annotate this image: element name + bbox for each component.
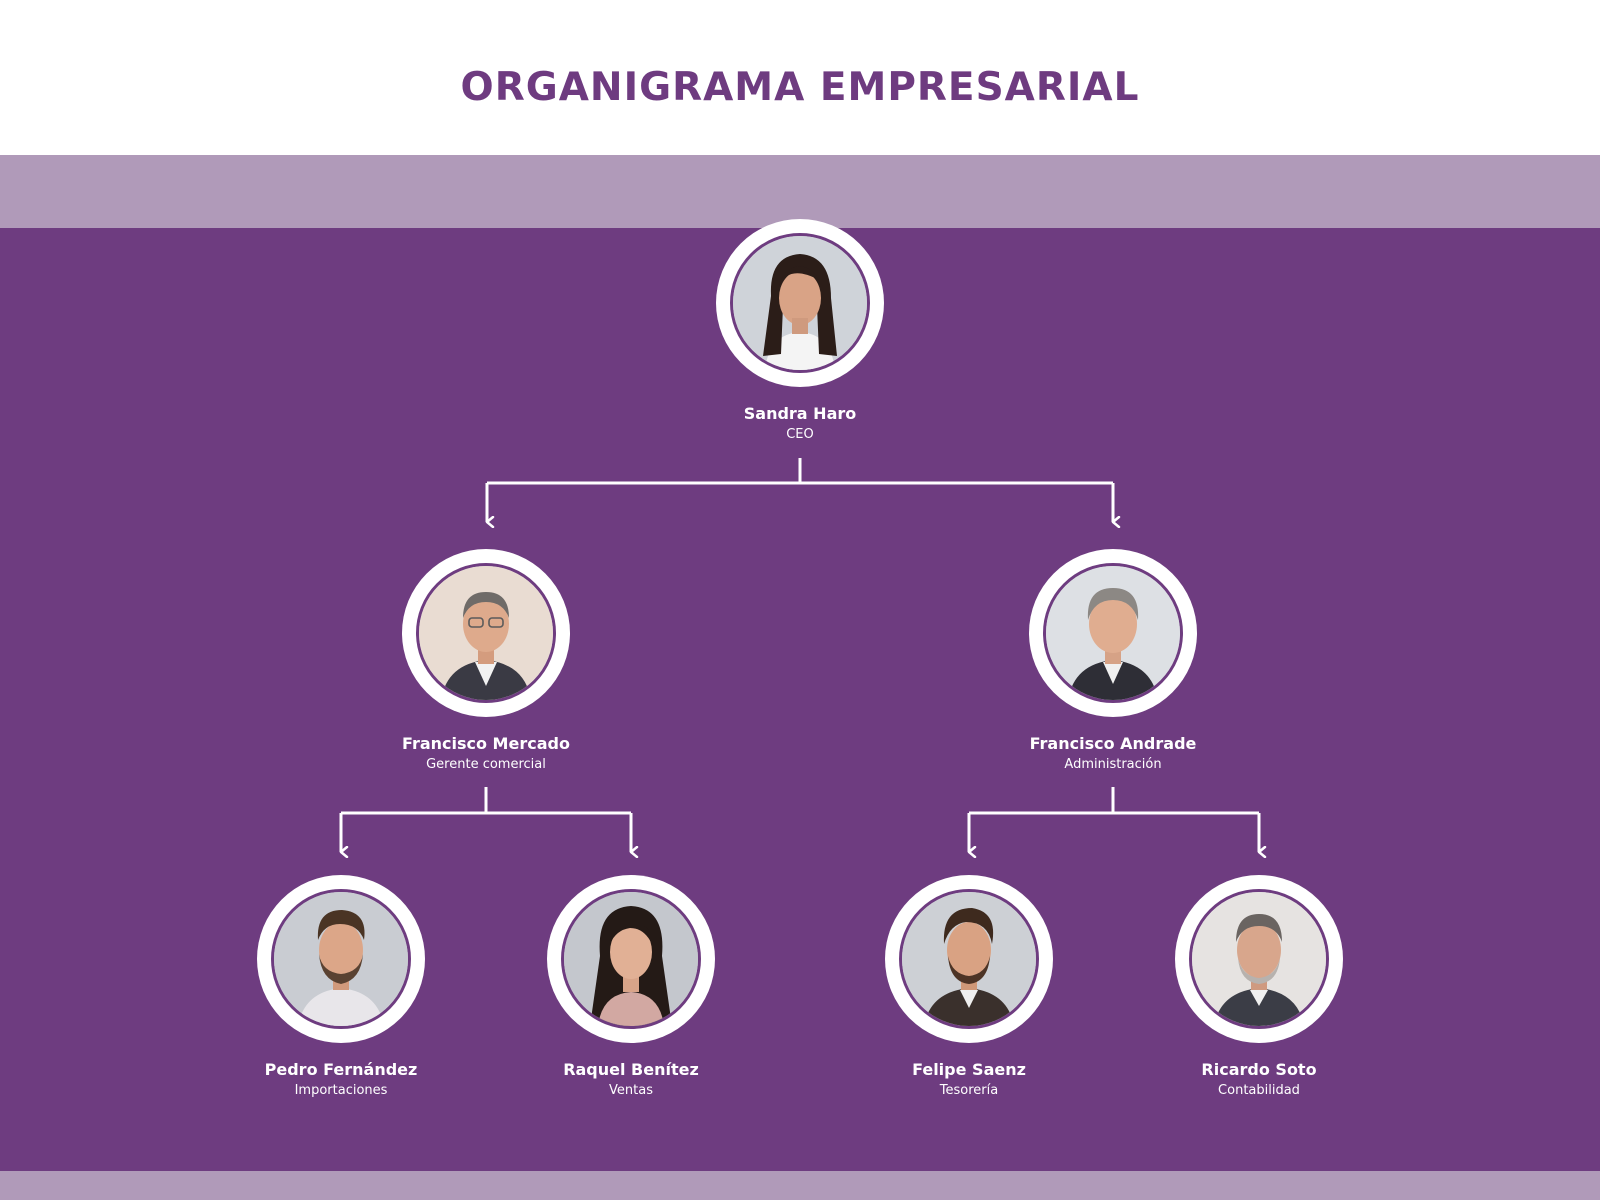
mercado-connector — [339, 787, 631, 852]
photo-frame — [716, 219, 884, 387]
person-role: Contabilidad — [1218, 1083, 1300, 1098]
person-name: Raquel Benítez — [563, 1060, 699, 1079]
person-avatar-icon — [1192, 892, 1326, 1026]
person-name: Ricardo Soto — [1201, 1060, 1317, 1079]
person-role: Tesorería — [939, 1083, 999, 1098]
org-node-manager-1: Francisco Mercado Gerente comercial — [356, 549, 616, 774]
person-avatar-icon — [902, 892, 1036, 1026]
avatar — [416, 563, 556, 703]
person-name: Pedro Fernández — [264, 1060, 418, 1079]
person-avatar-icon — [733, 236, 867, 370]
top-band — [0, 155, 1600, 228]
avatar — [1189, 889, 1329, 1029]
andrade-connector — [967, 787, 1259, 852]
org-node-staff-3: Felipe Saenz Tesorería — [839, 875, 1099, 1100]
person-avatar-icon — [274, 892, 408, 1026]
avatar — [271, 889, 411, 1029]
person-role: Importaciones — [294, 1083, 388, 1098]
photo-frame — [402, 549, 570, 717]
org-node-ceo: Sandra Haro CEO — [670, 219, 930, 444]
photo-frame — [885, 875, 1053, 1043]
person-name: Francisco Mercado — [402, 734, 570, 753]
avatar — [899, 889, 1039, 1029]
person-role: Gerente comercial — [426, 757, 546, 772]
org-node-manager-2: Francisco Andrade Administración — [983, 549, 1243, 774]
photo-frame — [1029, 549, 1197, 717]
person-name: Sandra Haro — [743, 404, 857, 423]
person-avatar-icon — [419, 566, 553, 700]
avatar — [561, 889, 701, 1029]
org-node-staff-1: Pedro Fernández Importaciones — [211, 875, 471, 1100]
person-role: Administración — [1064, 757, 1162, 772]
header: ORGANIGRAMA EMPRESARIAL — [0, 0, 1600, 155]
page-title: ORGANIGRAMA EMPRESARIAL — [460, 65, 1140, 110]
person-avatar-icon — [564, 892, 698, 1026]
photo-frame — [257, 875, 425, 1043]
photo-frame — [1175, 875, 1343, 1043]
org-node-staff-4: Ricardo Soto Contabilidad — [1129, 875, 1389, 1100]
ceo-connector — [485, 458, 1113, 522]
org-node-staff-2: Raquel Benítez Ventas — [501, 875, 761, 1100]
person-name: Francisco Andrade — [1029, 734, 1197, 753]
person-name: Felipe Saenz — [912, 1060, 1026, 1079]
bottom-band — [0, 1171, 1600, 1200]
person-avatar-icon — [1046, 566, 1180, 700]
person-role: Ventas — [609, 1083, 653, 1098]
avatar — [730, 233, 870, 373]
avatar — [1043, 563, 1183, 703]
photo-frame — [547, 875, 715, 1043]
person-role: CEO — [786, 427, 814, 442]
